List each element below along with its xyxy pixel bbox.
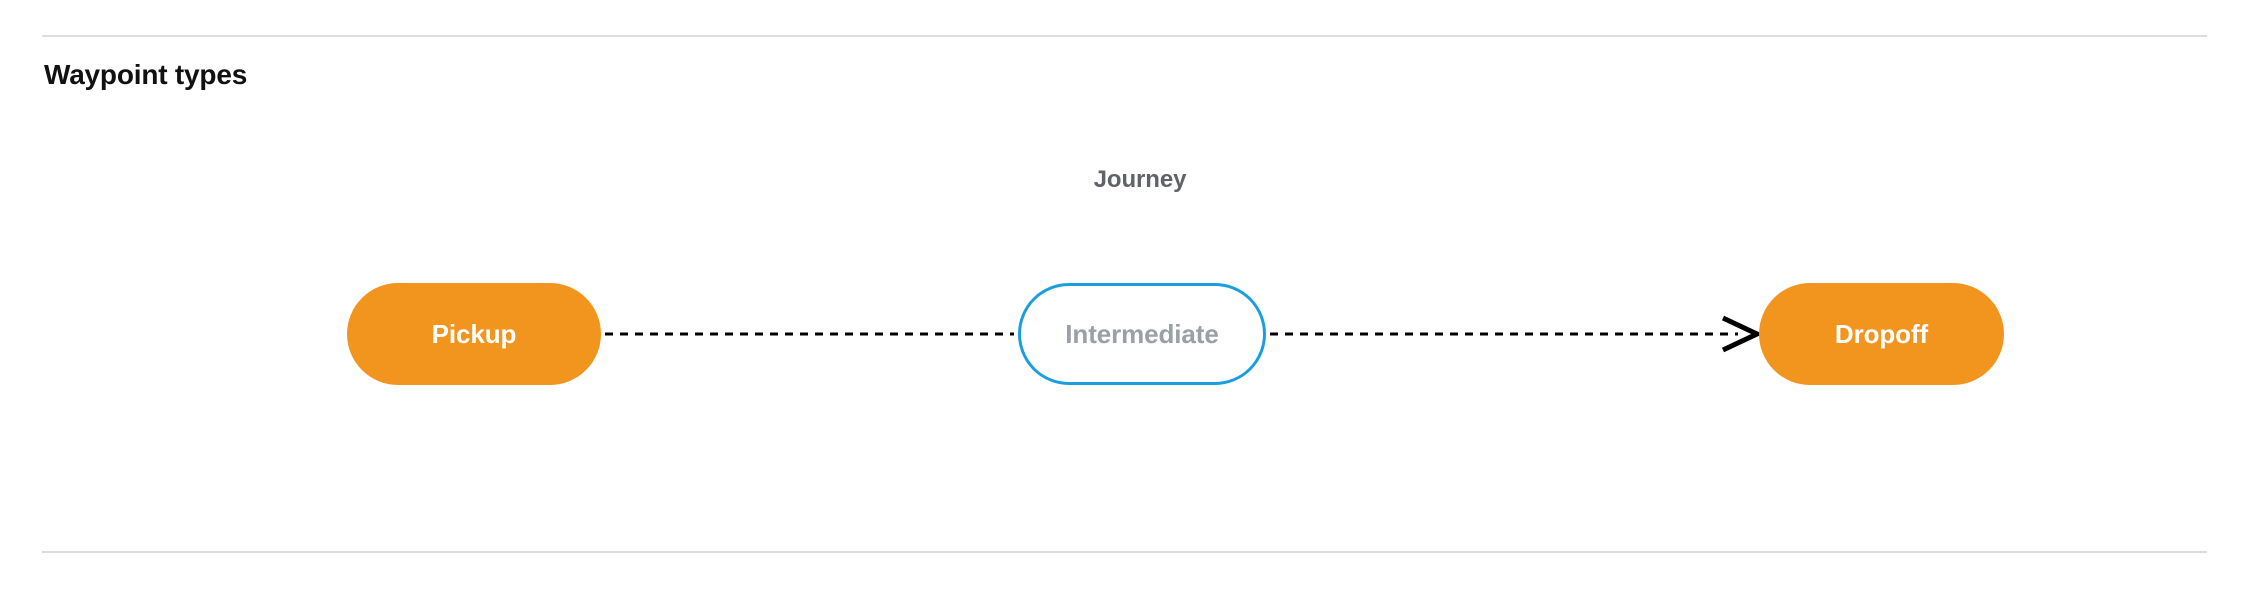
journey-group-label: Journey xyxy=(1093,166,1187,193)
node-pickup[interactable]: Pickup xyxy=(347,283,601,385)
divider-bottom xyxy=(42,551,2207,553)
node-dropoff-label: Dropoff xyxy=(1834,318,1929,349)
page-title: Waypoint types xyxy=(44,59,248,90)
node-dropoff[interactable]: Dropoff xyxy=(1759,283,2004,385)
node-intermediate-label: Intermediate xyxy=(1065,318,1219,349)
arrowhead-icon xyxy=(1721,315,1763,353)
node-intermediate[interactable]: Intermediate xyxy=(1018,283,1266,385)
node-pickup-label: Pickup xyxy=(431,318,517,349)
divider-top xyxy=(42,35,2207,37)
